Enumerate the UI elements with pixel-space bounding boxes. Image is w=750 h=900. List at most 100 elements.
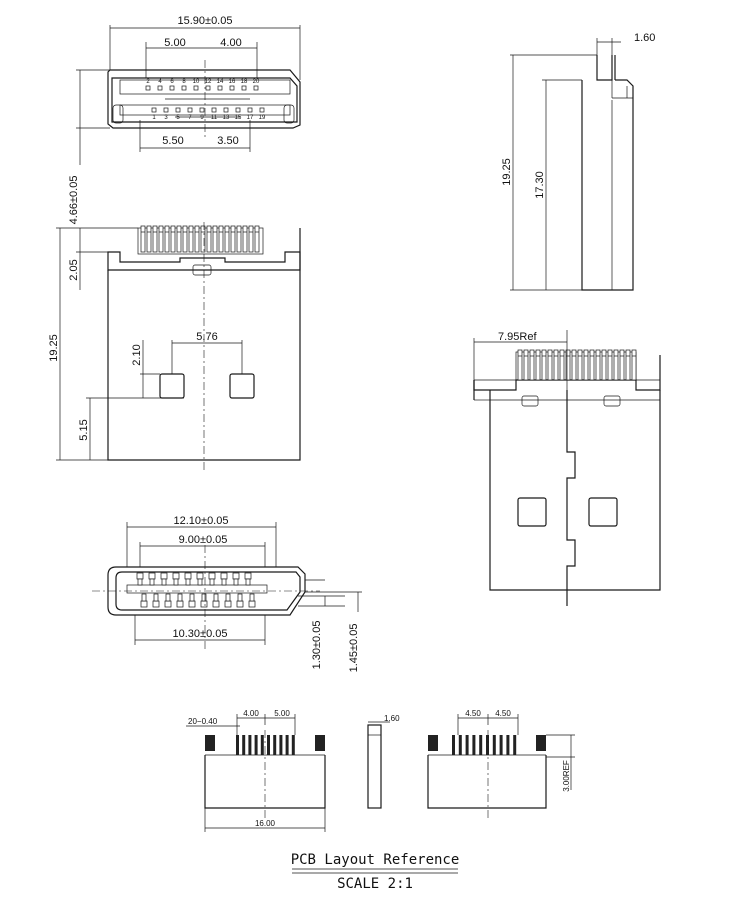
caption-title: PCB Layout Reference [291, 852, 460, 868]
pin-number-bottom: 5 [176, 115, 180, 121]
contact-top-tail [233, 578, 239, 586]
contact [248, 225, 254, 253]
contact [619, 349, 625, 381]
contact-bottom [212, 600, 220, 608]
contact [559, 349, 565, 381]
contact [607, 349, 613, 381]
view-side: 1.60 19.25 17.30 [501, 32, 655, 291]
contact-top-tail [161, 578, 167, 586]
dim-pcb-right: 5.00 [274, 709, 290, 718]
pcb-pad [499, 735, 503, 755]
pcb-pad [273, 735, 277, 755]
pin-number-bottom: 7 [188, 115, 192, 121]
contact-top-tail [221, 578, 227, 586]
dim-top: 2.05 [68, 259, 80, 280]
contact [182, 225, 188, 253]
pin-number-bottom: 17 [247, 115, 254, 121]
pcb-layout-right: 4.50 4.50 3.00REF [427, 709, 575, 820]
contact-bottom [140, 600, 148, 608]
pin-number-bottom: 13 [223, 115, 230, 121]
dim-inner-span: 9.00±0.05 [179, 534, 228, 546]
pin-number-top: 4 [158, 79, 162, 85]
pin-number-top: 14 [217, 79, 224, 85]
contact-top [136, 572, 144, 580]
pcb-pad [254, 735, 258, 755]
pcb-pad [248, 735, 252, 755]
contact [230, 225, 236, 253]
contact [577, 349, 583, 381]
pin-number-bottom: 9 [200, 115, 204, 121]
contact-top-tail [149, 578, 155, 586]
pcb-pad [458, 735, 462, 755]
contact-bottom-tail [201, 593, 207, 602]
contact-top [172, 572, 180, 580]
dim-bottom: 5.15 [78, 419, 90, 440]
contact-bottom [188, 600, 196, 608]
contact-bottom-tail [213, 593, 219, 602]
contact-top-tail [173, 578, 179, 586]
contact-top-tail [137, 578, 143, 586]
contact-top-tail [245, 578, 251, 586]
pcb-pad [452, 735, 455, 755]
pcb-pad [267, 735, 270, 755]
contact [194, 225, 200, 253]
dim-gap: 5.76 [196, 331, 217, 343]
pin-top [217, 85, 223, 91]
contact [571, 349, 577, 381]
dim-side-length: 19.25 [501, 158, 513, 186]
contact-bottom-tail [225, 593, 231, 602]
dim-left-bot: 5.50 [162, 135, 183, 147]
contact-top [196, 572, 204, 580]
dim-pcb3-ref: 3.00REF [562, 760, 571, 792]
pin-number-top: 20 [253, 79, 260, 85]
pin-number-bottom: 11 [211, 115, 218, 121]
contact-top [148, 572, 156, 580]
contact [254, 225, 260, 253]
contact-bottom [152, 600, 160, 608]
contact-top [208, 572, 216, 580]
contact-top [160, 572, 168, 580]
pcb-pad [513, 735, 517, 755]
pin-bottom [211, 107, 217, 113]
pin-top [229, 85, 235, 91]
pin-number-top: 16 [229, 79, 236, 85]
contact-bottom-tail [189, 593, 195, 602]
dim-right-top: 4.00 [220, 37, 241, 49]
contact-top-tail [185, 578, 191, 586]
pin-bottom [175, 107, 181, 113]
pin-bottom [259, 107, 265, 113]
contact [631, 349, 637, 381]
pcb-pad [472, 735, 476, 755]
dim-right-bot: 3.50 [217, 135, 238, 147]
pin-number-bottom: 15 [235, 115, 242, 121]
contact [140, 225, 146, 253]
contact [158, 225, 164, 253]
dim-length: 19.25 [48, 334, 60, 362]
pcb-pad [506, 735, 510, 755]
dim-pcb-thickness: 1.60 [384, 714, 400, 723]
contact [224, 225, 230, 253]
contact [589, 349, 595, 381]
contact [535, 349, 541, 381]
dim-inner: 17.30 [534, 171, 546, 199]
contact [176, 225, 182, 253]
contact-top [220, 572, 228, 580]
pin-bottom [199, 107, 205, 113]
contact-bottom-tail [177, 593, 183, 602]
contact-bottom [224, 600, 232, 608]
pcb-pad [291, 735, 295, 755]
contact-bottom-tail [141, 593, 147, 602]
pcb-pad [285, 735, 289, 755]
view-top: 19.25 2.05 5.76 2.10 5.15 [48, 222, 301, 470]
pin-top [157, 85, 163, 91]
contact-bottom [200, 600, 208, 608]
pin-top [241, 85, 247, 91]
contact-top [232, 572, 240, 580]
contact [218, 225, 224, 253]
pin-number-top: 8 [182, 79, 186, 85]
contact-bottom-tail [237, 593, 243, 602]
contact-bottom [164, 600, 172, 608]
pin-number-top: 6 [170, 79, 174, 85]
pin-bottom [247, 107, 253, 113]
contact-top [184, 572, 192, 580]
